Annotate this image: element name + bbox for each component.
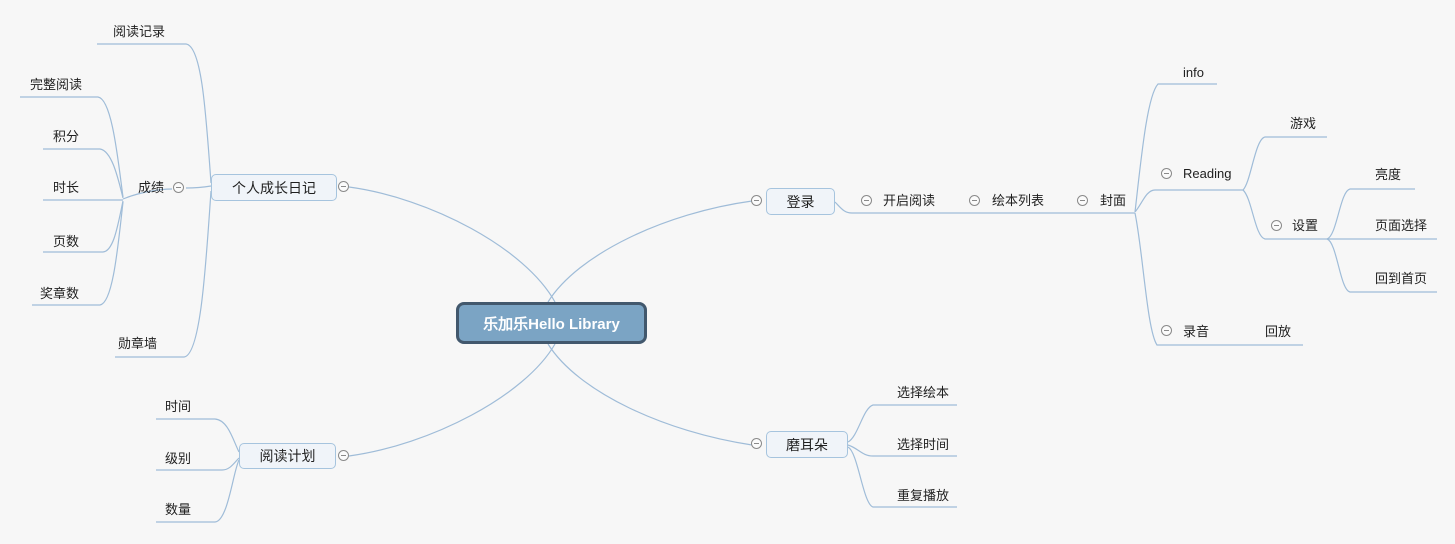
topic-choose-time[interactable]: 选择时间 [897, 437, 950, 452]
connector-reading-record [97, 43, 212, 184]
collapse-icon-listening[interactable] [751, 438, 762, 449]
connector-points [43, 148, 124, 199]
connector-root-listening [547, 343, 753, 446]
connector-complete-reading [20, 96, 124, 198]
collapse-icon-start-reading[interactable] [861, 195, 872, 206]
topic-game[interactable]: 游戏 [1290, 116, 1317, 131]
topic-page-select[interactable]: 页面选择 [1375, 218, 1428, 233]
topic-info[interactable]: info [1183, 65, 1204, 80]
topic-repeat-play[interactable]: 重复播放 [897, 488, 950, 503]
topic-reading[interactable]: Reading [1183, 166, 1232, 181]
topic-personal-growth-diary[interactable]: 个人成长日记 [211, 174, 337, 201]
connector-choose-time [847, 444, 957, 457]
connector-brightness [1326, 188, 1415, 240]
topic-playback[interactable]: 回放 [1265, 324, 1292, 339]
collapse-icon-login[interactable] [751, 195, 762, 206]
topic-reading-record[interactable]: 阅读记录 [113, 24, 166, 39]
connector-game [1242, 136, 1327, 191]
connector-settings [1242, 189, 1327, 240]
connector-back-home [1326, 238, 1437, 293]
topic-complete-reading[interactable]: 完整阅读 [30, 77, 83, 92]
topic-cover[interactable]: 封面 [1100, 193, 1127, 208]
topic-login[interactable]: 登录 [766, 188, 835, 215]
connector-root-diary [348, 186, 556, 303]
connector-quantity [156, 459, 240, 523]
topic-back-home[interactable]: 回到首页 [1375, 271, 1428, 286]
connector-root-login [547, 200, 753, 303]
topic-level[interactable]: 级别 [165, 451, 192, 466]
collapse-icon-reading-plan[interactable] [338, 450, 349, 461]
collapse-icon-cover[interactable] [1077, 195, 1088, 206]
topic-quantity[interactable]: 数量 [165, 502, 192, 517]
topic-recording[interactable]: 录音 [1183, 324, 1210, 339]
collapse-icon-personal-growth-diary[interactable] [338, 181, 349, 192]
connector-pages [43, 200, 124, 253]
topic-time[interactable]: 时间 [165, 399, 192, 414]
topic-duration[interactable]: 时长 [53, 180, 80, 195]
topic-medal-count[interactable]: 奖章数 [40, 286, 80, 301]
collapse-icon-recording[interactable] [1161, 325, 1172, 336]
topic-start-reading[interactable]: 开启阅读 [883, 193, 936, 208]
connector-grades-right [185, 185, 212, 189]
collapse-icon-reading[interactable] [1161, 168, 1172, 179]
collapse-icon-picture-book-list[interactable] [969, 195, 980, 206]
connector-choose-book [847, 404, 957, 443]
connector-info [1134, 83, 1217, 213]
topic-reading-plan[interactable]: 阅读计划 [239, 443, 336, 469]
topic-grades[interactable]: 成绩 [138, 180, 165, 195]
collapse-icon-grades[interactable] [173, 182, 184, 193]
topic-medal-wall[interactable]: 勋章墙 [118, 336, 158, 351]
topic-brightness[interactable]: 亮度 [1375, 167, 1402, 182]
connector-medal-wall [115, 190, 212, 358]
connector-level [156, 457, 240, 471]
topic-pages[interactable]: 页数 [53, 234, 80, 249]
topic-choose-book[interactable]: 选择绘本 [897, 385, 950, 400]
collapse-icon-settings[interactable] [1271, 220, 1282, 231]
connector-grades-left [122, 188, 173, 200]
connector-root-plan [348, 343, 556, 457]
topic-picture-book-list[interactable]: 绘本列表 [992, 193, 1045, 208]
topic-settings[interactable]: 设置 [1292, 218, 1319, 233]
connector-medal-count [32, 201, 124, 306]
connector-recording-playback [1134, 212, 1303, 346]
connector-reading [1134, 189, 1243, 213]
connector-login-chain [834, 201, 1135, 214]
connector-time [156, 418, 240, 453]
topic-listening[interactable]: 磨耳朵 [766, 431, 848, 458]
root-topic[interactable]: 乐加乐Hello Library [456, 302, 647, 344]
connector-repeat-play [847, 446, 957, 508]
topic-points[interactable]: 积分 [53, 129, 80, 144]
